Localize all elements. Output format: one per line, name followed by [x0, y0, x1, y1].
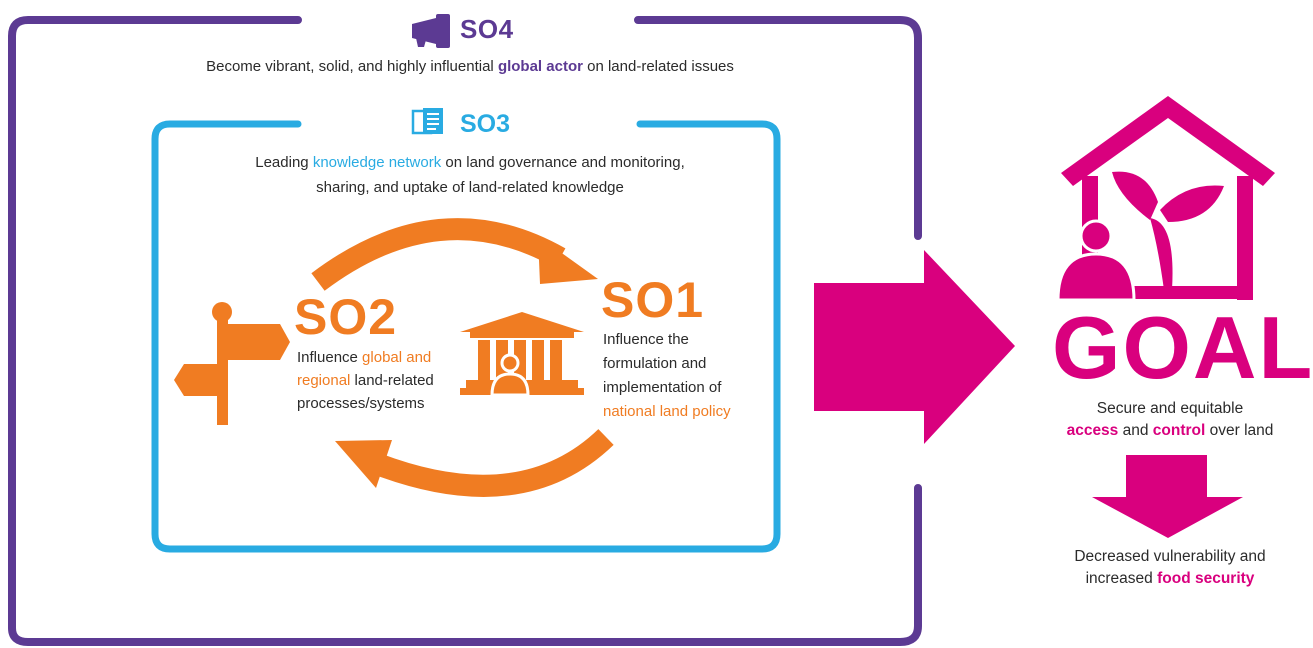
so1-line4-highlight: national land policy: [603, 403, 731, 420]
so1-description: Influence the formulation and implementa…: [603, 328, 773, 424]
megaphone-icon: [412, 14, 450, 48]
goal-title: GOAL: [1052, 298, 1313, 397]
goal-and: and: [1118, 422, 1153, 439]
document-icon: [411, 108, 443, 135]
so3-frame: [151, 120, 781, 553]
goal-description: Secure and equitable access and control …: [1035, 398, 1305, 442]
government-building-icon: [460, 312, 584, 397]
so2-line1-text: Influence: [297, 349, 363, 366]
so2-line1-highlight: global and: [362, 349, 432, 366]
so4-desc-highlight: global actor: [497, 58, 583, 75]
so2-line2-text: land-related: [350, 372, 434, 389]
so2-title: SO2: [294, 289, 398, 345]
main-arrow: [814, 250, 1015, 444]
outcome-description: Decreased vulnerability and increased fo…: [1035, 546, 1305, 590]
goal-over-land: over land: [1205, 422, 1274, 439]
house-plant-person-icon: [1056, 96, 1275, 302]
so4-frame: [8, 16, 922, 646]
down-arrow: [1092, 455, 1243, 538]
outcome-highlight: food security: [1157, 570, 1255, 587]
so2-line2-highlight: regional: [297, 372, 351, 389]
outcome-line1: Decreased vulnerability and: [1074, 548, 1266, 565]
so3-title: SO3: [460, 109, 511, 138]
so4-desc-end: on land-related issues: [582, 58, 734, 75]
so4-description: Become vibrant, solid, and highly influe…: [120, 58, 820, 75]
so3-desc-line2: sharing, and uptake of land-related know…: [316, 179, 624, 196]
outcome-line2-text: increased: [1085, 570, 1158, 587]
goal-control: control: [1152, 422, 1206, 439]
cycle-arrow-bottom: [335, 428, 614, 497]
cycle-arrow-top: [311, 218, 598, 291]
so1-line1: Influence the: [603, 331, 689, 348]
so4-header: SO4: [452, 10, 514, 48]
so3-desc-text: Leading: [255, 154, 313, 171]
signpost-icon: [174, 302, 290, 425]
so2-line3: processes/systems: [297, 395, 425, 412]
so1-title: SO1: [601, 272, 705, 328]
so3-header: SO3: [450, 106, 510, 142]
goal-line1: Secure and equitable: [1096, 400, 1244, 417]
so3-description: Leading knowledge network on land govern…: [170, 150, 770, 200]
so1-line3: implementation of: [603, 379, 722, 396]
so3-desc-highlight: knowledge network: [312, 154, 442, 171]
so4-title: SO4: [460, 13, 514, 44]
so2-description: Influence global and regional land-relat…: [297, 346, 497, 415]
so3-desc-line1-end: on land governance and monitoring,: [441, 154, 685, 171]
goal-access: access: [1066, 422, 1119, 439]
so1-line2: formulation and: [603, 355, 707, 372]
so4-desc-text: Become vibrant, solid, and highly influe…: [206, 58, 498, 75]
